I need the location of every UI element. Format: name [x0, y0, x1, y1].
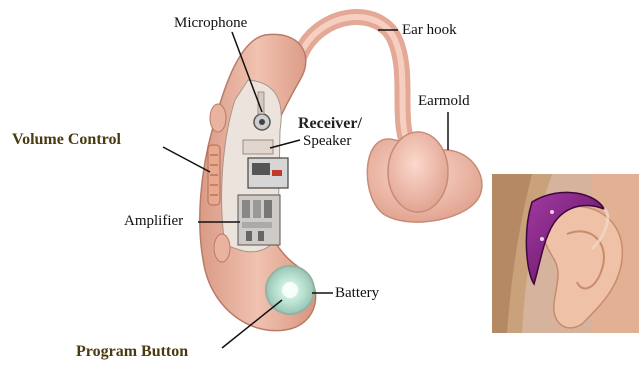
- earmold-label: Earmold: [418, 92, 470, 110]
- battery-label: Battery: [335, 284, 379, 302]
- amplifier-label: Amplifier: [124, 212, 183, 230]
- volume-control-leader: [163, 147, 210, 172]
- ear-hook-label: Ear hook: [402, 21, 457, 39]
- program-button-label: Program Button: [76, 343, 188, 361]
- microphone-label: Microphone: [174, 14, 247, 32]
- hearing-aid-photo: [492, 174, 639, 333]
- amplifier-component: [238, 195, 280, 245]
- speaker-label: Speaker: [303, 132, 351, 150]
- receiver-label: Receiver/: [298, 115, 362, 133]
- volume-control-label: Volume Control: [12, 131, 121, 149]
